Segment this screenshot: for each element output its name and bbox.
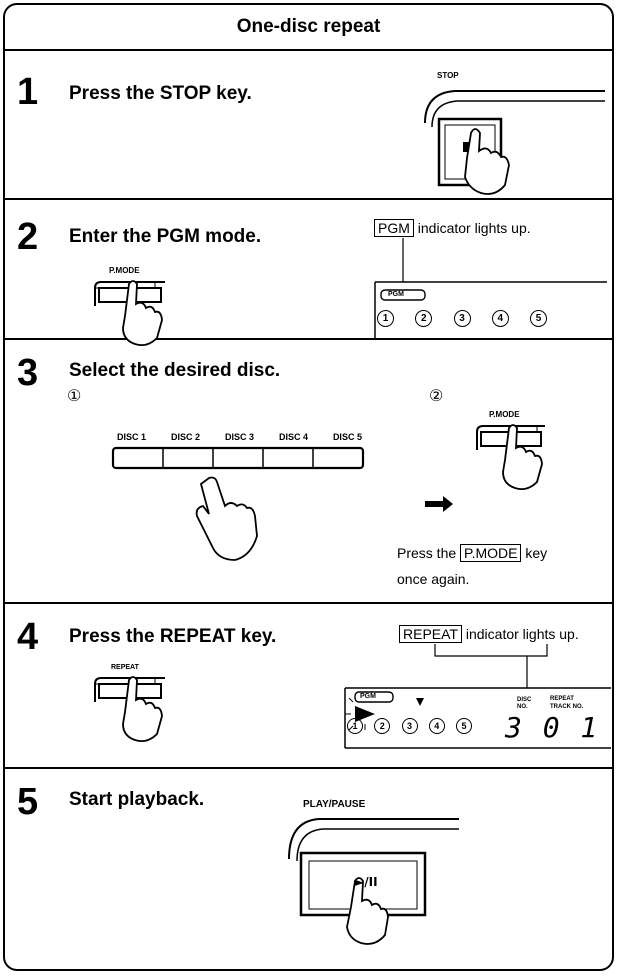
step-5: 5 Start playback. PLAY/PAUSE ►/II — [5, 769, 612, 969]
pgm-indicator-boxed: PGM — [374, 219, 414, 237]
step-instruction: Press the REPEAT key. — [69, 626, 277, 647]
disc-number-indicator: 2 — [415, 310, 433, 327]
disc-button-label: DISC 1 — [117, 432, 147, 442]
disc-button-label: DISC 4 — [278, 432, 308, 442]
step-number: 2 — [17, 216, 39, 258]
disc-button-label: DISC 2 — [170, 432, 200, 442]
step-number: 5 — [17, 781, 39, 823]
display-disc-no-label: DISC NO. — [517, 697, 532, 710]
repeat-indicator-note: REPEAT indicator lights up. — [399, 625, 579, 643]
display-repeat-label: REPEAT — [550, 696, 574, 702]
disc-button-label: DISC 5 — [332, 432, 362, 442]
pmode-key-illustration — [476, 424, 545, 491]
pmode-key-illustration — [94, 280, 165, 347]
pgm-indicator-note: PGM indicator lights up. — [374, 219, 531, 237]
step-instruction: Select the desired disc. — [69, 360, 281, 381]
page-title: One-disc repeat — [5, 5, 612, 51]
repeat-key-label: REPEAT — [111, 664, 139, 671]
pmode-note-line2: once again. — [397, 571, 470, 587]
disc-number-indicator: 4 — [428, 718, 445, 734]
pmode-note-boxed: P.MODE — [460, 544, 522, 562]
display-pgm-badge: PGM — [360, 693, 376, 700]
step-number: 4 — [17, 616, 39, 658]
arrow-icon — [425, 496, 453, 512]
display-track-no-label: TRACK NO. — [550, 704, 584, 710]
repeat-indicator-boxed: REPEAT — [399, 625, 462, 643]
disc-number-indicator: 3 — [453, 310, 471, 327]
display-digits: 3 0 1 — [505, 711, 600, 744]
pmode-note: Press the P.MODE key once again. — [397, 540, 547, 592]
play-pause-key-label: PLAY/PAUSE — [303, 799, 366, 810]
substep-1-marker: ① — [67, 388, 82, 405]
step-instruction: Press the STOP key. — [69, 83, 252, 104]
pmode-note-prefix: Press the — [397, 545, 457, 561]
pmode-key-label: P.MODE — [109, 266, 140, 275]
disc-number-indicator: 3 — [401, 718, 418, 734]
pmode-note-suffix: key — [525, 545, 548, 561]
disc-number-indicator: 1 — [347, 718, 363, 734]
stop-key-label: STOP — [437, 71, 459, 80]
pgm-display-panel — [374, 238, 607, 338]
step-3: 3 Select the desired disc. ① ② DISC 1 DI… — [5, 340, 612, 604]
step-4: 4 Press the REPEAT key. REPEAT indicator… — [5, 604, 612, 769]
indicator-note-suffix: indicator lights up. — [465, 626, 579, 642]
step-number: 1 — [17, 71, 39, 113]
substep-2-marker: ② — [429, 388, 444, 405]
repeat-display-panel — [344, 644, 611, 749]
step-number: 3 — [17, 352, 39, 394]
disc-number-indicator: 1 — [377, 310, 394, 327]
play-pause-key-illustration — [288, 818, 459, 945]
disc-number-row: 1 2 3 4 5 — [377, 310, 547, 332]
disc-buttons-illustration — [111, 446, 365, 561]
disc-number-row: 1 2 3 4 5 — [347, 718, 472, 738]
disc-number-indicator: 2 — [374, 718, 391, 734]
stop-key-illustration — [424, 90, 605, 195]
step-1: 1 Press the STOP key. STOP — [5, 49, 612, 200]
disc-number-indicator: 4 — [491, 310, 509, 327]
pmode-key-label: P.MODE — [489, 410, 520, 419]
disc-number-indicator: 5 — [530, 310, 547, 327]
disc-number-indicator: 5 — [456, 718, 472, 734]
step-2: 2 Enter the PGM mode. PGM indicator ligh… — [5, 200, 612, 347]
repeat-key-illustration — [94, 676, 165, 743]
step-instruction: Start playback. — [69, 789, 205, 810]
disc-button-labels: DISC 1 DISC 2 DISC 3 DISC 4 DISC 5 — [117, 432, 362, 442]
play-pause-symbol: ►/II — [355, 875, 378, 889]
display-pgm-badge: PGM — [388, 291, 404, 298]
disc-button-label: DISC 3 — [224, 432, 254, 442]
instruction-panel: One-disc repeat 1 Press the STOP key. ST… — [3, 3, 614, 971]
indicator-note-suffix: indicator lights up. — [417, 220, 531, 236]
step-instruction: Enter the PGM mode. — [69, 226, 262, 247]
